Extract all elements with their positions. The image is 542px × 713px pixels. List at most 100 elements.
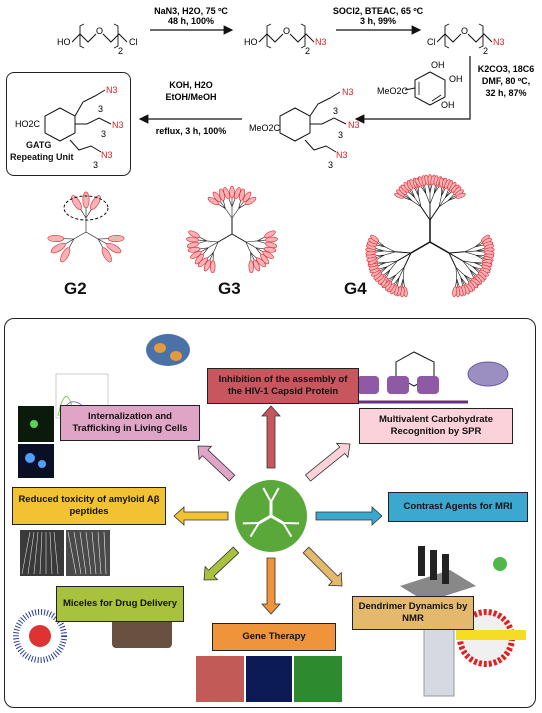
dendron-branch	[255, 247, 262, 255]
svg-text:O: O	[461, 26, 468, 36]
dendron-branch	[257, 240, 266, 244]
svg-text:MeO2C: MeO2C	[249, 123, 281, 133]
synthesis-scheme: HO O 2 Cl NaN3, H2O, 75 ºC 48 h, 100% HO…	[15, 6, 534, 170]
arrow-micelles	[203, 546, 240, 581]
dendron-branch	[472, 266, 481, 270]
arrow-amyloid	[173, 506, 229, 526]
g4-label: G4	[344, 279, 367, 298]
dendron-branch	[257, 236, 265, 242]
terminal-group	[264, 230, 276, 239]
dendron-branch	[377, 243, 386, 248]
central-subbranch	[249, 522, 260, 538]
signal-peak	[430, 550, 437, 580]
magnet	[423, 625, 455, 697]
dendron-branch	[462, 260, 471, 271]
arrow-nmr-shape	[302, 546, 343, 587]
methyl-ester-monomer: MeO2C N3 N3 N3 3 3 3	[249, 87, 360, 170]
arrow-hiv	[261, 405, 281, 469]
signal-peak	[418, 546, 425, 576]
hiv-capsid-box: Inhibition of the assembly of the HIV-1 …	[207, 368, 359, 404]
dendron-branch	[414, 197, 422, 208]
dendron-branch	[85, 231, 99, 240]
dendron-branch	[378, 241, 386, 248]
terminal-group	[107, 235, 125, 243]
fibril	[21, 531, 31, 575]
dendron-branch	[97, 238, 108, 245]
svg-text:N3: N3	[106, 85, 118, 95]
terminal-group	[245, 196, 257, 206]
gene-therapy-images	[196, 656, 342, 702]
arrow-nmr	[302, 546, 343, 587]
dendron-branch	[438, 200, 449, 208]
svg-text:OH: OH	[431, 60, 445, 70]
dendron-branch	[402, 267, 405, 279]
dendron-branch	[378, 262, 387, 266]
svg-text:Cl: Cl	[427, 37, 436, 47]
dendron-branch	[377, 261, 386, 263]
dendron-branch	[376, 254, 385, 258]
dendron-branch	[408, 191, 415, 198]
gatg-repeating-unit-box	[6, 72, 131, 176]
dendron-branch	[460, 277, 463, 286]
dendron-branch	[209, 252, 214, 261]
dendron-branch	[375, 250, 384, 253]
terminal-group	[452, 286, 458, 297]
svg-text:2: 2	[118, 46, 123, 56]
gene-panel	[196, 656, 244, 702]
dendron-branch	[449, 251, 465, 254]
dendron-branch	[455, 267, 458, 279]
repeating-unit-label: Repeating Unit	[10, 152, 74, 162]
arrow-internalization	[197, 445, 236, 482]
dendron-branch	[448, 195, 456, 201]
dendron-branch	[433, 185, 438, 194]
cell	[38, 460, 46, 468]
dendron-branch	[400, 278, 404, 287]
fibril	[53, 531, 59, 575]
svg-text:Cl: Cl	[129, 37, 138, 47]
cell-panel	[18, 444, 54, 478]
gene-therapy-box: Gene Therapy	[212, 623, 336, 651]
dendron-branch	[469, 269, 474, 278]
dendron-branch	[469, 269, 477, 276]
dendron-branch	[464, 246, 476, 253]
dendron-branch	[376, 254, 385, 260]
dendron-branch	[257, 239, 266, 242]
dendron-branch	[199, 236, 207, 242]
svg-text:32 h, 87%: 32 h, 87%	[485, 88, 526, 98]
dendron-branch	[390, 274, 397, 283]
dendron-branch	[376, 244, 385, 248]
svg-text:O: O	[283, 26, 290, 36]
amyloid-box: Reduced toxicity of amyloid Aβ peptides	[12, 487, 166, 525]
methyl-gallate: MeO2C OH OH OH	[377, 60, 463, 110]
fibril	[73, 531, 82, 575]
dendron-branch	[376, 254, 385, 256]
dendron-branch	[389, 260, 398, 271]
internalization-box: Internalization and Trafficking in Livin…	[60, 405, 200, 441]
svg-text:3: 3	[333, 106, 338, 116]
terminal-group	[256, 257, 266, 268]
g4-dendrimer	[365, 174, 495, 298]
protein-ligand	[154, 343, 166, 353]
dendron-branch	[425, 193, 431, 205]
fibril	[39, 531, 43, 575]
dendron-branch	[393, 277, 400, 285]
dendron-branch	[472, 266, 480, 271]
highlight-bar	[456, 630, 526, 640]
dendron-branch	[464, 251, 476, 256]
dendron-branch	[414, 188, 419, 196]
dendron-branch	[68, 238, 75, 249]
cona-spr-image	[357, 351, 509, 404]
dendron-branch	[402, 278, 405, 287]
applications-panel	[4, 318, 536, 708]
dendron-branch	[231, 198, 236, 207]
dendron-branch	[475, 254, 484, 256]
svg-text:2: 2	[483, 46, 488, 56]
dendron-branch	[255, 247, 264, 253]
micelles-box: Miceles for Drug Delivery	[56, 586, 184, 622]
central-subbranch	[282, 522, 293, 538]
cell	[30, 420, 38, 428]
signal-peak	[442, 554, 449, 584]
cell	[25, 453, 35, 463]
dendron-branch	[429, 184, 433, 193]
dendron-branch	[438, 195, 442, 207]
